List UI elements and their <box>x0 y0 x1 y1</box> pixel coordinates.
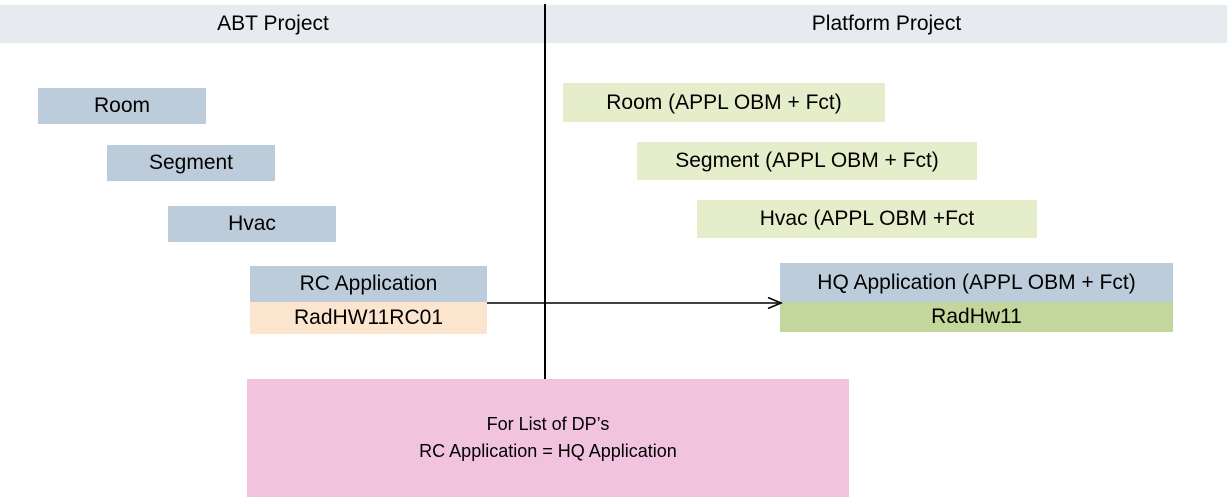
abt-segment-box: Segment <box>107 145 275 181</box>
note-line-1: For List of DP’s <box>486 414 610 434</box>
platform-room-box: Room (APPL OBM + Fct) <box>563 83 885 122</box>
header-band <box>0 5 1227 43</box>
abt-room-box: Room <box>38 88 206 124</box>
platform-segment-box: Segment (APPL OBM + Fct) <box>637 142 977 180</box>
platform-hvac-box: Hvac (APPL OBM +Fct <box>697 200 1037 238</box>
platform-hq-application-box: HQ Application (APPL OBM + Fct) <box>780 263 1173 302</box>
note-box: For List of DP’s RC Application = HQ App… <box>247 379 849 497</box>
platform-hq-instance-box: RadHw11 <box>780 302 1173 332</box>
divider-line <box>544 4 546 379</box>
abt-rc-application-box: RC Application <box>250 266 487 302</box>
header-platform-project: Platform Project <box>811 12 962 35</box>
note-line-2: RC Application = HQ Application <box>419 441 677 461</box>
abt-hvac-box: Hvac <box>168 206 336 242</box>
abt-rc-instance-box: RadHW11RC01 <box>250 302 487 334</box>
header-abt-project: ABT Project <box>217 12 329 35</box>
rc-to-hq-arrow-icon <box>487 297 783 309</box>
